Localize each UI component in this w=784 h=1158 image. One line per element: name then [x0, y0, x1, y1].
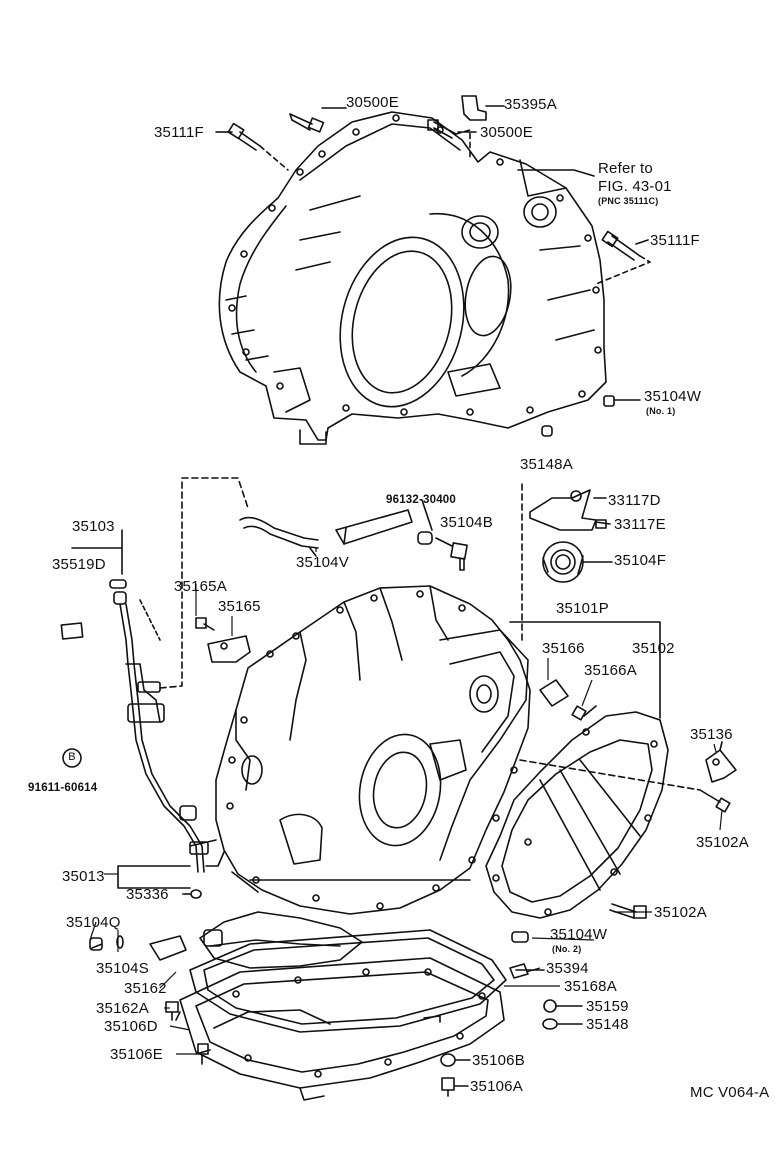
plug-35148a: [541, 425, 553, 437]
part-label-33117e: 33117E: [614, 516, 666, 533]
part-label-35104s: 35104S: [96, 960, 149, 977]
part-label-35106e: 35106E: [110, 1046, 163, 1063]
part-label-35106d: 35106D: [104, 1018, 158, 1035]
part-label-35104w-no2-note: (No. 2): [552, 944, 582, 954]
part-label-35101p: 35101P: [556, 600, 609, 617]
part-label-35519d: 35519D: [52, 556, 106, 573]
cover-35102: [485, 711, 669, 919]
bolt-30500e-mid: [427, 119, 477, 161]
part-label-35104f: 35104F: [614, 552, 667, 569]
part-label-35104w-no1-note: (No. 1): [646, 406, 676, 416]
part-label-35336: 35336: [126, 886, 169, 903]
part-label-96132-30400: 96132-30400: [386, 494, 456, 506]
bracket-33117d: [529, 489, 611, 531]
part-label-35394: 35394: [546, 960, 589, 977]
part-label-35103: 35103: [72, 518, 115, 535]
part-label-35148a: 35148A: [520, 456, 573, 473]
bolt-35111f-right: [595, 230, 651, 285]
dipstick-guide-group: [60, 477, 249, 899]
part-label-33117d: 33117D: [608, 492, 661, 509]
bolt-30500e-top: [289, 107, 347, 133]
reference-leader: [517, 169, 595, 177]
part-label-35104w-no1: 35104W: [644, 388, 702, 405]
part-label-35104b: 35104B: [440, 514, 493, 531]
plug-35166: [539, 679, 597, 721]
part-label-35165: 35165: [218, 598, 261, 615]
bracket-35136: [519, 741, 737, 813]
part-label-35013: 35013: [62, 868, 105, 885]
case-bracket-35101p: [509, 621, 661, 719]
bearing-35104f: [542, 541, 613, 583]
part-label-91611-60614: 91611-60614: [28, 782, 98, 794]
reference-note-line1: Refer to: [598, 160, 653, 177]
transmission-case: [189, 585, 531, 915]
part-label-35395a: 35395A: [504, 96, 557, 113]
plate-35165: [195, 617, 251, 663]
part-label-30500e-mid: 30500E: [480, 124, 533, 141]
part-label-35168a: 35168A: [564, 978, 617, 995]
transaxle-housing: [218, 111, 607, 445]
part-label-35111f-left: 35111F: [154, 124, 204, 141]
reference-note-line2: FIG. 43-01: [598, 178, 672, 195]
part-label-35106a: 35106A: [470, 1078, 523, 1095]
circle-mark-b: B: [68, 751, 76, 763]
part-label-35165a: 35165A: [174, 578, 227, 595]
part-label-35162a: 35162A: [96, 1000, 149, 1017]
diagram-code: MC V064-A: [690, 1084, 770, 1101]
part-label-35111f-right: 35111F: [650, 232, 700, 249]
part-label-35166a: 35166A: [584, 662, 637, 679]
part-label-30500e-top: 30500E: [346, 94, 399, 111]
breather-hose-group: [239, 499, 468, 571]
gasket-35168a: [189, 929, 507, 1033]
small-parts: [89, 935, 583, 1097]
pin-35104w-no2: [511, 931, 529, 943]
part-label-35106b: 35106B: [472, 1052, 525, 1069]
part-label-35136: 35136: [690, 726, 733, 743]
part-label-35104v: 35104V: [296, 554, 349, 571]
part-label-35102: 35102: [632, 640, 675, 657]
part-label-35159: 35159: [586, 998, 629, 1015]
part-label-35148: 35148: [586, 1016, 629, 1033]
oil-pan-35106: [179, 957, 505, 1101]
part-label-35104q: 35104Q: [66, 914, 121, 931]
clip-35395a: [461, 95, 505, 121]
pin-35104w-no1: [603, 395, 641, 407]
reference-note-line3: (PNC 35111C): [598, 196, 659, 206]
part-label-35102a-low: 35102A: [654, 904, 707, 921]
part-label-35102a-right: 35102A: [696, 834, 749, 851]
part-label-35162: 35162: [124, 980, 167, 997]
part-label-35166: 35166: [542, 640, 585, 657]
